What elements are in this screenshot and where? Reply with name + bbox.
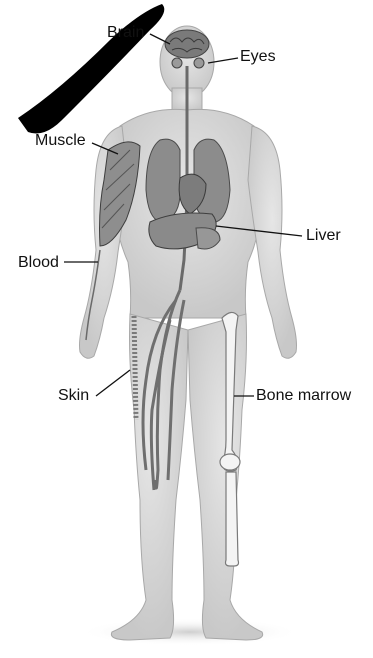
- label-liver: Liver: [306, 227, 341, 245]
- label-bone-marrow: Bone marrow: [256, 387, 351, 405]
- label-blood: Blood: [18, 254, 59, 272]
- brain-organ: [165, 30, 209, 58]
- label-eyes: Eyes: [240, 48, 276, 66]
- label-muscle: Muscle: [35, 132, 86, 150]
- label-skin: Skin: [58, 387, 89, 405]
- label-brain: Brain: [107, 24, 144, 42]
